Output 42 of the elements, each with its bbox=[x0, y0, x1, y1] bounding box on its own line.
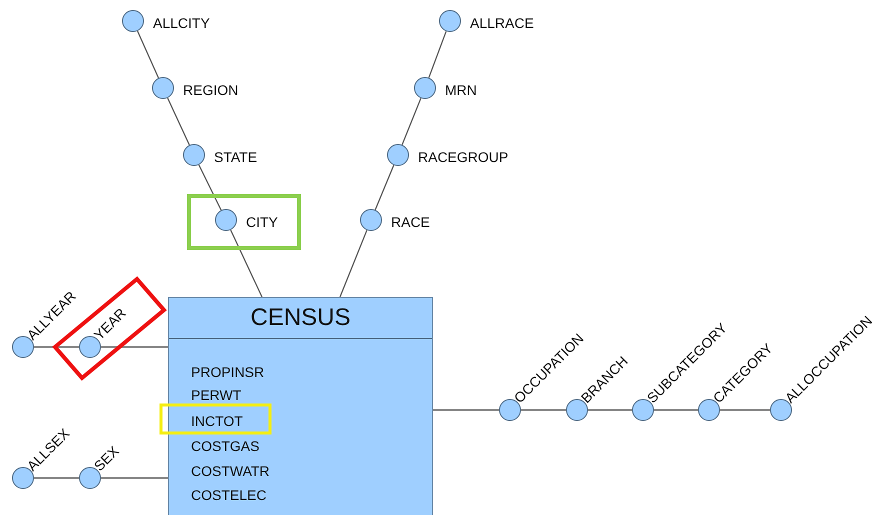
connector-line bbox=[374, 164, 394, 210]
level-label: REGION bbox=[183, 82, 238, 98]
connector-line bbox=[339, 230, 368, 298]
level-label: ALLRACE bbox=[470, 15, 534, 31]
connector-line bbox=[136, 30, 160, 78]
connector-line bbox=[230, 230, 263, 298]
measure-name: PERWT bbox=[191, 387, 242, 403]
level-circle bbox=[360, 209, 382, 231]
measure-name: COSTGAS bbox=[191, 438, 260, 454]
measure-name: COSTELEC bbox=[191, 487, 266, 503]
connector-line bbox=[101, 477, 168, 479]
level-label: RACEGROUP bbox=[418, 149, 508, 165]
measure-name: INCTOT bbox=[191, 413, 243, 429]
level-label: CITY bbox=[246, 214, 278, 230]
connector-line bbox=[720, 409, 770, 411]
level-label: ALLCITY bbox=[153, 15, 210, 31]
connector-line bbox=[588, 409, 632, 411]
connector-line bbox=[428, 31, 447, 78]
level-circle bbox=[414, 77, 436, 99]
level-circle bbox=[122, 10, 144, 32]
connector-line bbox=[167, 98, 190, 146]
connector-line bbox=[521, 409, 566, 411]
level-circle bbox=[387, 144, 409, 166]
connector-line bbox=[34, 346, 79, 348]
level-label: STATE bbox=[214, 149, 258, 165]
table-box bbox=[168, 297, 433, 515]
connector-line bbox=[101, 346, 168, 348]
level-circle bbox=[439, 10, 461, 32]
measure-name: PROPINSR bbox=[191, 364, 264, 380]
level-circle bbox=[79, 336, 101, 358]
level-circle bbox=[183, 144, 205, 166]
level-circle bbox=[152, 77, 174, 99]
connector-line bbox=[433, 409, 499, 411]
connector-line bbox=[198, 164, 222, 210]
measure-name: COSTWATR bbox=[191, 463, 270, 479]
level-label: RACE bbox=[391, 214, 430, 230]
connector-line bbox=[34, 477, 79, 479]
level-circle bbox=[215, 209, 237, 231]
connector-line bbox=[654, 409, 698, 411]
connector-line bbox=[402, 98, 422, 146]
level-label: MRN bbox=[445, 82, 477, 98]
table-title: CENSUS bbox=[250, 304, 351, 332]
